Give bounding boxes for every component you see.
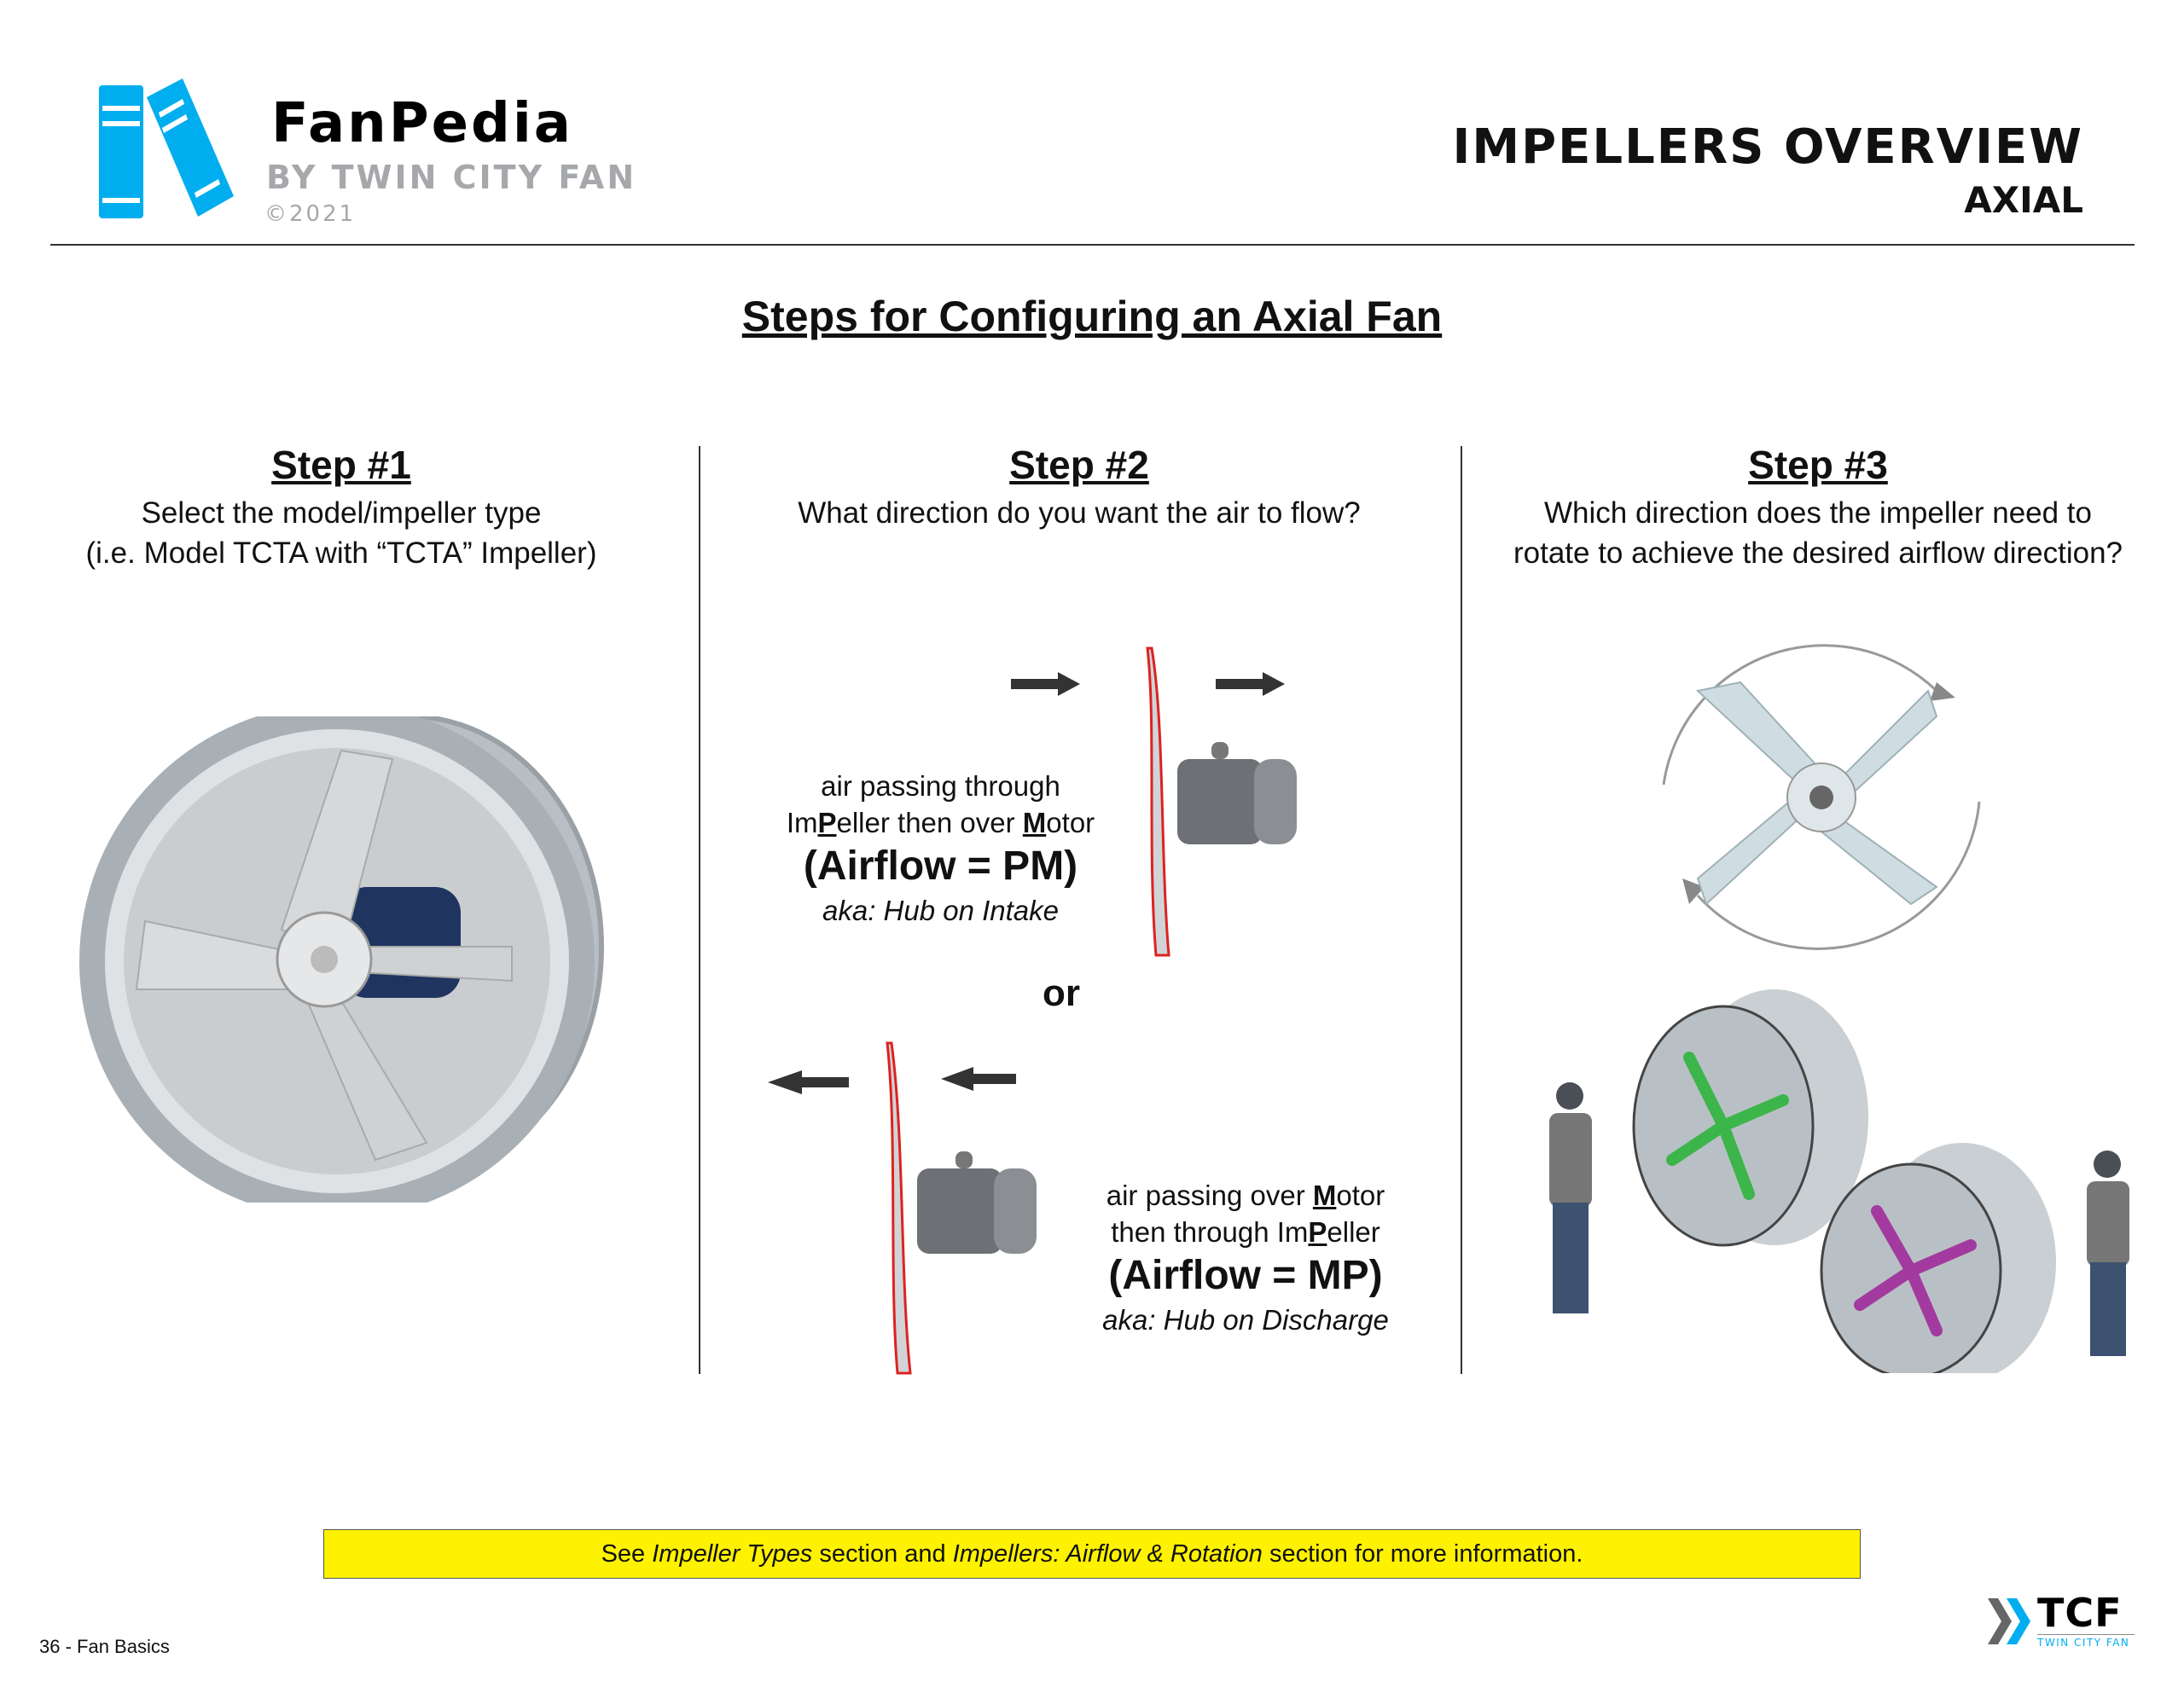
fanpedia-books-logo-icon xyxy=(99,78,234,218)
pm-caption: air passing through ImPeller then over M… xyxy=(751,768,1130,929)
logo-subtitle: BY TWIN CITY FAN xyxy=(266,159,637,196)
airflow-pm-diagram xyxy=(1011,646,1297,957)
mp-formula: (Airflow = MP) xyxy=(1108,1253,1383,1298)
header-divider xyxy=(50,244,2135,246)
pm-line2: ImPeller then over Motor xyxy=(786,807,1095,838)
logo-title: FanPedia xyxy=(271,92,573,155)
pm-formula: (Airflow = PM) xyxy=(803,844,1078,889)
step-text: (i.e. Model TCTA with “TCTA” Impeller) xyxy=(85,536,597,570)
step-1: Step #1 Select the model/impeller type (… xyxy=(51,442,631,573)
mp-line2: then through ImPeller xyxy=(1111,1216,1380,1248)
column-divider xyxy=(1461,446,1462,1374)
step-title: Step #2 xyxy=(1009,443,1149,487)
step-title: Step #3 xyxy=(1748,443,1888,487)
fan-rotation-illustration xyxy=(1549,989,2129,1373)
step-text: Which direction does the impeller need t… xyxy=(1543,496,2092,530)
step-2: Step #2 What direction do you want the a… xyxy=(738,442,1420,533)
column-divider xyxy=(699,446,700,1374)
mp-aka: aka: Hub on Discharge xyxy=(1102,1304,1389,1336)
or-label: or xyxy=(1043,972,1080,1014)
pm-line1: air passing through xyxy=(821,770,1060,802)
step-title: Step #1 xyxy=(271,443,411,487)
logo-copyright: ©2021 xyxy=(264,201,357,227)
impeller-types-ref: Impeller Types xyxy=(652,1540,813,1568)
tcf-name: TWIN CITY FAN xyxy=(2037,1637,2130,1649)
page-title: IMPELLERS OVERVIEW xyxy=(1452,119,2083,175)
airflow-mp-diagram xyxy=(768,1041,1037,1375)
main-heading: Steps for Configuring an Axial Fan xyxy=(741,293,1443,340)
axial-fan-image xyxy=(79,716,604,1203)
step-text: rotate to achieve the desired airflow di… xyxy=(1513,536,2123,570)
airflow-rotation-ref: Impellers: Airflow & Rotation xyxy=(952,1540,1263,1568)
mp-line1: air passing over Motor xyxy=(1106,1180,1385,1211)
mp-caption: air passing over Motor then through ImPe… xyxy=(1058,1177,1433,1338)
impeller-rotation-diagram xyxy=(1662,644,1981,950)
chevrons-icon xyxy=(1988,1598,2030,1644)
step-text: Select the model/impeller type xyxy=(141,496,542,530)
step-text: What direction do you want the air to fl… xyxy=(798,496,1361,530)
tcf-logo: TCF TWIN CITY FAN xyxy=(1988,1590,2137,1649)
pm-aka: aka: Hub on Intake xyxy=(822,895,1060,926)
page-subtitle: AXIAL xyxy=(1964,179,2083,221)
step-3: Step #3 Which direction does the impelle… xyxy=(1477,442,2159,573)
tcf-mark: TCF xyxy=(2037,1590,2123,1636)
info-note: See Impeller Types section and Impellers… xyxy=(323,1529,1861,1579)
page-number: 36 - Fan Basics xyxy=(39,1636,170,1657)
